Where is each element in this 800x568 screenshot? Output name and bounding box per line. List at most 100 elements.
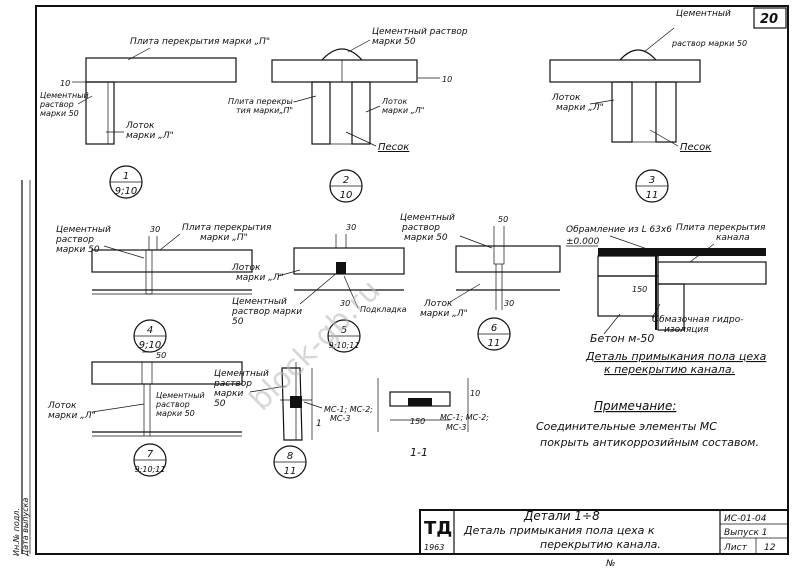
floor-slab-b: канала: [716, 233, 750, 243]
section-1-1: 10 150 МС-1; МС-2; МС-3 1-1: [377, 378, 489, 459]
d7-mortar-c: марки 50: [156, 409, 195, 418]
d8-ref: 11: [284, 466, 297, 477]
side-label-2: Дата выпуска: [21, 498, 30, 557]
s11-conn2: МС-3: [446, 423, 466, 432]
d1-tray: Лоток: [125, 121, 155, 131]
d4-ref: 9;10: [139, 340, 161, 351]
d6-dim2: 30: [504, 299, 514, 308]
footer-mark: №: [605, 559, 615, 568]
d2-mortar-a: Цементный раствор: [372, 27, 468, 37]
d7-mortar-a: Цементный: [156, 391, 205, 400]
d6-number: 6: [491, 323, 497, 334]
detail-6: Цементный раствор марки 50 50 30 Лоток м…: [400, 213, 561, 351]
title-sheet-no: 12: [764, 543, 776, 553]
d5-mortar-b: раствор марки: [231, 307, 302, 317]
floor-dim: 150: [632, 285, 647, 294]
d1-dim: 10: [60, 79, 70, 88]
title-logo: ТД: [424, 518, 452, 539]
title-line-3: перекрытию канала.: [540, 538, 661, 551]
d2-mortar-b: марки 50: [372, 37, 416, 47]
d7-mortar-b: раствор: [155, 400, 190, 409]
d1-mortar-a: Цементный: [40, 91, 89, 100]
d6-tray: Лоток: [423, 299, 453, 309]
d8-cut: 1: [316, 419, 322, 429]
title-line-2: Деталь примыкания пола цеха к: [463, 524, 655, 537]
floor-framing: Обрамление из L 63х6: [566, 225, 672, 235]
detail-7: 50 Лоток марки „Л" Цементный раствор мар…: [47, 351, 243, 477]
d3-mortar-b: раствор марки 50: [671, 39, 747, 48]
d8-conn: МС-1; МС-2;: [324, 405, 373, 414]
note-block: Примечание: Соединительные элементы МС п…: [536, 399, 759, 449]
d7-ref: 9;10;11: [135, 465, 166, 474]
d8-conn2: МС-3: [330, 414, 350, 423]
floor-waterproof-b: изоляция: [664, 325, 709, 335]
d2-ref: 10: [340, 190, 353, 201]
d5-ref: 9;10;11: [329, 341, 360, 350]
d5-tray-mark: марки „Л": [236, 273, 284, 283]
d3-tray: Лоток: [551, 93, 581, 103]
detail-1: Плита перекрытия марки „П" 10 Цементный …: [39, 37, 270, 199]
d2-sand: Песок: [378, 142, 409, 153]
d2-number: 2: [343, 175, 349, 186]
d4-dim: 30: [150, 225, 160, 234]
d5-dim: 30: [346, 223, 356, 232]
title-issue: Выпуск 1: [724, 528, 767, 538]
d5-tray: Лоток: [231, 263, 261, 273]
d6-mortar-a: Цементный: [400, 213, 455, 223]
sheet-frame: [35, 5, 789, 555]
d1-tray-mark: марки „Л": [126, 131, 174, 141]
floor-caption-a: Деталь примыкания пола цеха: [585, 350, 767, 363]
d7-number: 7: [147, 449, 154, 460]
sheet-number-box: [753, 7, 787, 29]
d6-mortar-c: марки 50: [404, 233, 448, 243]
d8-mortar-b: раствор: [213, 379, 252, 389]
d3-tray-mark: марки „Л": [556, 103, 604, 113]
d3-ref: 11: [646, 190, 659, 201]
d4-mortar-b: раствор: [55, 235, 94, 245]
d7-tray-mark: марки „Л": [48, 411, 96, 421]
d4-slab: Плита перекрытия: [182, 223, 272, 233]
d4-number: 4: [147, 325, 153, 336]
d2-tray: Лоток: [381, 97, 407, 106]
d8-mortar-c: марки: [214, 389, 243, 399]
d5-number: 5: [341, 325, 347, 336]
detail-3: Цементный раствор марки 50 Лоток марки „…: [549, 9, 747, 203]
d6-mortar-b: раствор: [401, 223, 440, 233]
title-line-1: Детали 1÷8: [523, 509, 600, 523]
detail-4: 30 Цементный раствор марки 50 Плита пере…: [55, 223, 272, 353]
d6-tray-mark: марки „Л": [420, 309, 468, 319]
d5-pad: Подкладка: [360, 305, 407, 314]
d2-slab-a: Плита перекры-: [228, 97, 296, 106]
note-title: Примечание:: [594, 399, 676, 413]
d5-mortar-c: 50: [232, 317, 244, 327]
d3-number: 3: [649, 175, 655, 186]
title-year: 1963: [424, 543, 444, 552]
note-line-1: Соединительные элементы МС: [536, 420, 717, 433]
watermark: block-gb.ru: [243, 273, 388, 418]
d5-mortar-a: Цементный: [232, 297, 287, 307]
d7-dim: 50: [156, 351, 166, 360]
detail-8: Цементный раствор марки 50 МС-1; МС-2; М…: [213, 362, 373, 479]
sheet-number: 20: [760, 12, 778, 27]
floor-caption-b: к перекрытию канала.: [604, 363, 735, 376]
d4-slab-mark: марки „П": [200, 233, 248, 243]
d6-dim: 50: [498, 215, 508, 224]
d1-number: 1: [123, 171, 129, 182]
floor-slab-a: Плита перекрытия: [676, 223, 766, 233]
side-label-1: Ин.№ подл.: [12, 508, 21, 556]
d1-slab-label: Плита перекрытия марки „П": [130, 37, 270, 47]
floor-concrete: Бетон м-50: [590, 332, 654, 345]
d2-dim: 10: [442, 75, 452, 84]
d8-mortar-d: 50: [214, 399, 226, 409]
d1-ref: 9;10: [115, 186, 137, 197]
s11-dim: 10: [470, 389, 480, 398]
d1-mortar-b: раствор: [39, 100, 74, 109]
s11-title: 1-1: [410, 446, 428, 459]
s11-conn: МС-1; МС-2;: [440, 413, 489, 422]
d8-number: 8: [287, 451, 293, 462]
title-sheet-label: Лист: [723, 543, 748, 553]
d2-slab-b: тия марки„П": [236, 106, 293, 115]
floor-waterproof-a: Обмазочная гидро-: [652, 315, 744, 325]
d7-tray: Лоток: [47, 401, 77, 411]
